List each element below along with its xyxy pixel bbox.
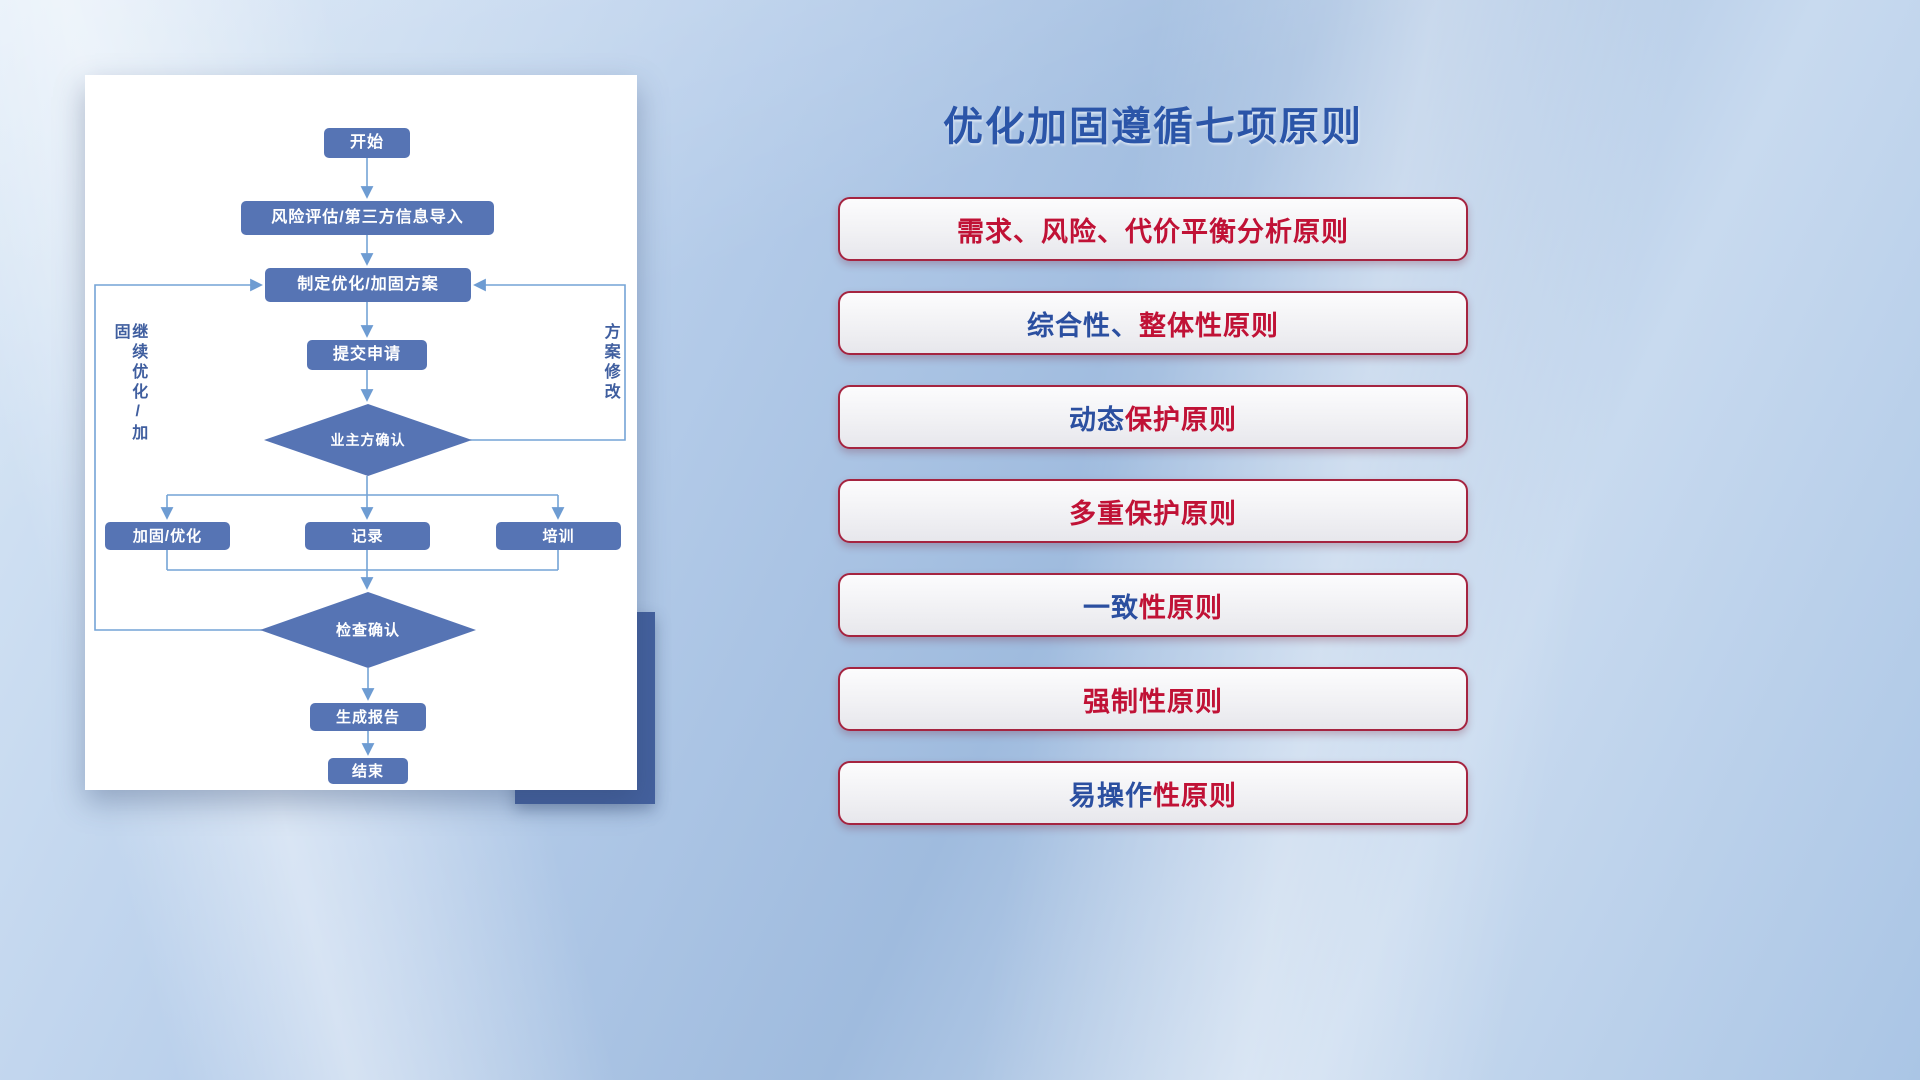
loop-label-plan-revise: 方案修改	[601, 323, 619, 403]
flow-node-harden: 加固/优化	[105, 522, 230, 550]
flow-node-report: 生成报告	[310, 703, 426, 731]
principle-text-red: 多重保护原则	[1069, 498, 1237, 529]
flowchart-card: 开始 风险评估/第三方信息导入 制定优化/加固方案 提交申请 业主方确认 加固/…	[85, 75, 637, 790]
principle-box-5: 一致性原则	[838, 573, 1468, 637]
principle-text-red: 保护原则	[1125, 404, 1237, 435]
principle-box-1: 需求、风险、代价平衡分析原则	[838, 197, 1468, 261]
principle-box-7: 易操作性原则	[838, 761, 1468, 825]
flow-node-make-plan: 制定优化/加固方案	[265, 268, 471, 302]
flow-node-risk-import: 风险评估/第三方信息导入	[241, 201, 494, 235]
flow-node-submit: 提交申请	[307, 340, 427, 370]
flowchart-connectors	[94, 158, 626, 756]
flow-node-train: 培训	[496, 522, 621, 550]
principle-box-6: 强制性原则	[838, 667, 1468, 731]
principle-text-blue: 易操作	[1069, 780, 1153, 811]
principles-column: 优化加固遵循七项原则 需求、风险、代价平衡分析原则 综合性、整体性原则 动态保护…	[838, 0, 1468, 1080]
flow-node-start: 开始	[324, 128, 410, 158]
principle-text-red: 整体性原则	[1139, 310, 1279, 341]
principle-box-3: 动态保护原则	[838, 385, 1468, 449]
principles-list: 需求、风险、代价平衡分析原则 综合性、整体性原则 动态保护原则 多重保护原则 一…	[838, 197, 1468, 825]
principle-text-red: 性原则	[1139, 592, 1223, 623]
principle-box-4: 多重保护原则	[838, 479, 1468, 543]
flow-node-end: 结束	[328, 758, 408, 784]
principle-text-blue: 综合性、	[1027, 310, 1139, 341]
loop-label-continue-optimize: 继续优化/加固	[111, 323, 147, 444]
principle-text-red: 性原则	[1153, 780, 1237, 811]
flow-node-record: 记录	[305, 522, 430, 550]
principle-box-2: 综合性、整体性原则	[838, 291, 1468, 355]
principle-text-blue: 一致	[1083, 592, 1139, 623]
principle-text-blue: 动态	[1069, 404, 1125, 435]
principle-text-red: 强制性原则	[1083, 686, 1223, 717]
principle-text-red: 需求、风险、代价平衡分析原则	[957, 216, 1349, 247]
page-title: 优化加固遵循七项原则	[943, 105, 1363, 149]
